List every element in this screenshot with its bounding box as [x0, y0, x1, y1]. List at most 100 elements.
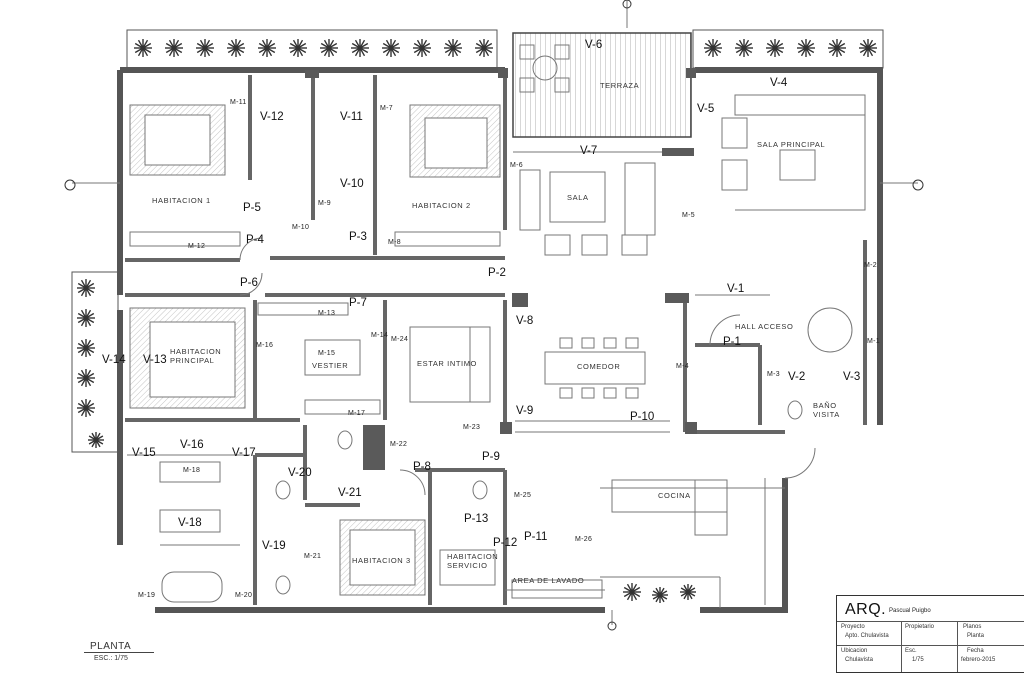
window-label: V-11 [340, 111, 363, 123]
palm-plant-icon [859, 39, 877, 57]
terraza-deck [512, 32, 692, 138]
palm-plant-icon [77, 339, 95, 357]
palm-plant-icon [77, 369, 95, 387]
door-label: P-4 [246, 234, 264, 246]
door-label: P-2 [488, 267, 506, 279]
title-block-divider [837, 645, 1024, 646]
furniture-mark: M-16 [256, 342, 274, 349]
door-label: P-13 [464, 513, 489, 525]
fecha-label: Fecha [967, 648, 984, 654]
room-label-habitacion-3: HABITACION 3 [352, 556, 411, 565]
door-label: P-12 [493, 537, 518, 549]
palm-plant-icon [475, 39, 493, 57]
planos-value: Planta [967, 633, 985, 639]
window-label: V-16 [180, 439, 204, 451]
furniture-mark: M-24 [391, 336, 409, 343]
palm-plant-icon [797, 39, 815, 57]
room-label-cocina: COCINA [658, 491, 691, 500]
palm-plant-icon [623, 583, 641, 601]
firm-name: ARQ. [845, 601, 887, 618]
window-label: V-13 [143, 354, 167, 366]
planter-top-right [692, 29, 884, 69]
window-label: V-4 [770, 77, 788, 89]
section-marker-icon [64, 0, 924, 631]
palm-plant-icon [289, 39, 307, 57]
furniture-mark: M-17 [348, 410, 366, 417]
window-label: V-3 [843, 371, 861, 383]
palm-plant-icon [680, 584, 696, 600]
room-label-habitacion-principal-2: PRINCIPAL [170, 356, 215, 365]
furniture-mark: M-12 [188, 243, 206, 250]
furniture-mark: M-23 [463, 424, 481, 431]
propietario-label: Propietario [905, 624, 935, 630]
palm-plant-icon [77, 399, 95, 417]
furniture-mark: M-3 [767, 371, 780, 378]
room-label-sala-principal: SALA PRINCIPAL [757, 140, 826, 149]
palm-plant-icon [77, 309, 95, 327]
furniture [129, 44, 866, 603]
door-label: P-1 [723, 336, 741, 348]
room-label-area-de-lavado: AREA DE LAVADO [512, 576, 585, 585]
ubicacion-value: Chulavista [845, 657, 874, 663]
palm-plant-icon [88, 432, 104, 448]
planter-top-left [126, 29, 498, 69]
furniture-mark: M-5 [682, 212, 695, 219]
window-label: V-5 [697, 103, 715, 115]
plan-caption-scale: ESC.: 1/75 [94, 655, 128, 662]
furniture-mark: M-9 [318, 200, 331, 207]
plan-caption-title: PLANTA [90, 641, 132, 652]
furniture-mark: M-20 [235, 592, 253, 599]
window-label: V-1 [727, 283, 745, 295]
door-label: P-5 [243, 202, 261, 214]
furniture-mark: M-2 [864, 262, 877, 269]
fecha-value: febrero-2015 [961, 657, 996, 663]
window-label: V-21 [338, 487, 362, 499]
room-label-bano-visita-2: VISITA [813, 410, 840, 419]
furniture-mark: M-13 [318, 310, 336, 317]
thin-lines [72, 0, 918, 625]
title-block: ARQ. Pascual Puigbo Proyecto Apto. Chula… [836, 595, 1024, 673]
proyecto-value: Apto. Chulavista [845, 633, 889, 639]
caption-underline [84, 652, 154, 653]
door-label: P-3 [349, 231, 367, 243]
ubicacion-label: Ubicacion [841, 648, 868, 654]
interior-walls [125, 75, 867, 605]
structural-columns [305, 68, 697, 470]
furniture-mark: M-6 [510, 162, 523, 169]
room-label-terraza: TERRAZA [600, 81, 640, 90]
furniture-mark: M-21 [304, 553, 322, 560]
palm-plant-icon [320, 39, 338, 57]
furniture-mark: M-10 [292, 224, 310, 231]
window-label: V-6 [585, 39, 603, 51]
door-label: P-9 [482, 451, 500, 463]
window-label: V-9 [516, 405, 534, 417]
furniture-mark: M-1 [867, 338, 880, 345]
window-label: V-15 [132, 447, 156, 459]
proyecto-label: Proyecto [841, 624, 865, 630]
furniture-mark: M-22 [390, 441, 408, 448]
room-label-comedor: COMEDOR [577, 362, 621, 371]
furniture-mark: M-25 [514, 492, 532, 499]
door-label: P-11 [524, 531, 548, 543]
door-label: P-6 [240, 277, 258, 289]
palm-plant-icon [444, 39, 462, 57]
title-block-divider [957, 621, 958, 672]
room-label-bano-visita-1: BAÑO [813, 401, 837, 410]
title-block-divider [837, 621, 1024, 622]
palm-plant-icon [351, 39, 369, 57]
palm-plant-icon [258, 39, 276, 57]
window-label: V-17 [232, 447, 256, 459]
furniture-mark: M-14 [371, 332, 389, 339]
room-label-habitacion-servicio-2: SERVICIO [447, 561, 488, 570]
furniture-mark: M-19 [138, 592, 156, 599]
palm-plant-icon [165, 39, 183, 57]
furniture-mark: M-8 [388, 239, 401, 246]
furniture-mark: M-15 [318, 350, 336, 357]
window-label: V-12 [260, 111, 284, 123]
room-label-habitacion-1: HABITACION 1 [152, 196, 211, 205]
window-label: V-2 [788, 371, 806, 383]
furniture-mark: M-26 [575, 536, 593, 543]
door-label: P-7 [349, 297, 367, 309]
planos-label: Planos [963, 624, 982, 630]
room-label-sala: SALA [567, 193, 589, 202]
